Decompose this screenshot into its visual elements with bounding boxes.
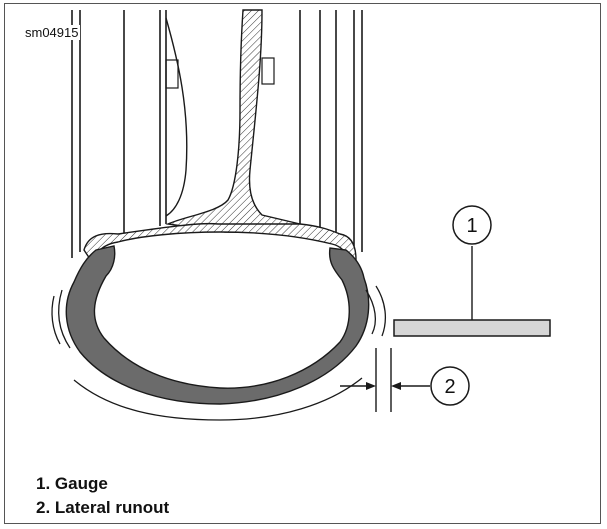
rim-flange bbox=[83, 222, 357, 264]
tire-outline-marks bbox=[51, 285, 387, 421]
runout-measure bbox=[340, 348, 430, 412]
legend: 1. Gauge 2. Lateral runout bbox=[36, 472, 169, 520]
legend-item-gauge: 1. Gauge bbox=[36, 474, 108, 493]
wheel-hub-section bbox=[165, 9, 301, 233]
figure-id-label: sm04915 bbox=[23, 25, 81, 40]
legend-item-lateral-runout: 2. Lateral runout bbox=[36, 498, 170, 517]
tire-section bbox=[65, 245, 370, 405]
callout-1-circle bbox=[452, 205, 492, 245]
callout-2-number: 2 bbox=[444, 376, 455, 398]
wheel-rim bbox=[71, 10, 363, 258]
gauge bbox=[393, 319, 551, 337]
callout-2-circle bbox=[430, 366, 470, 406]
callout-1-number: 1 bbox=[466, 215, 477, 237]
